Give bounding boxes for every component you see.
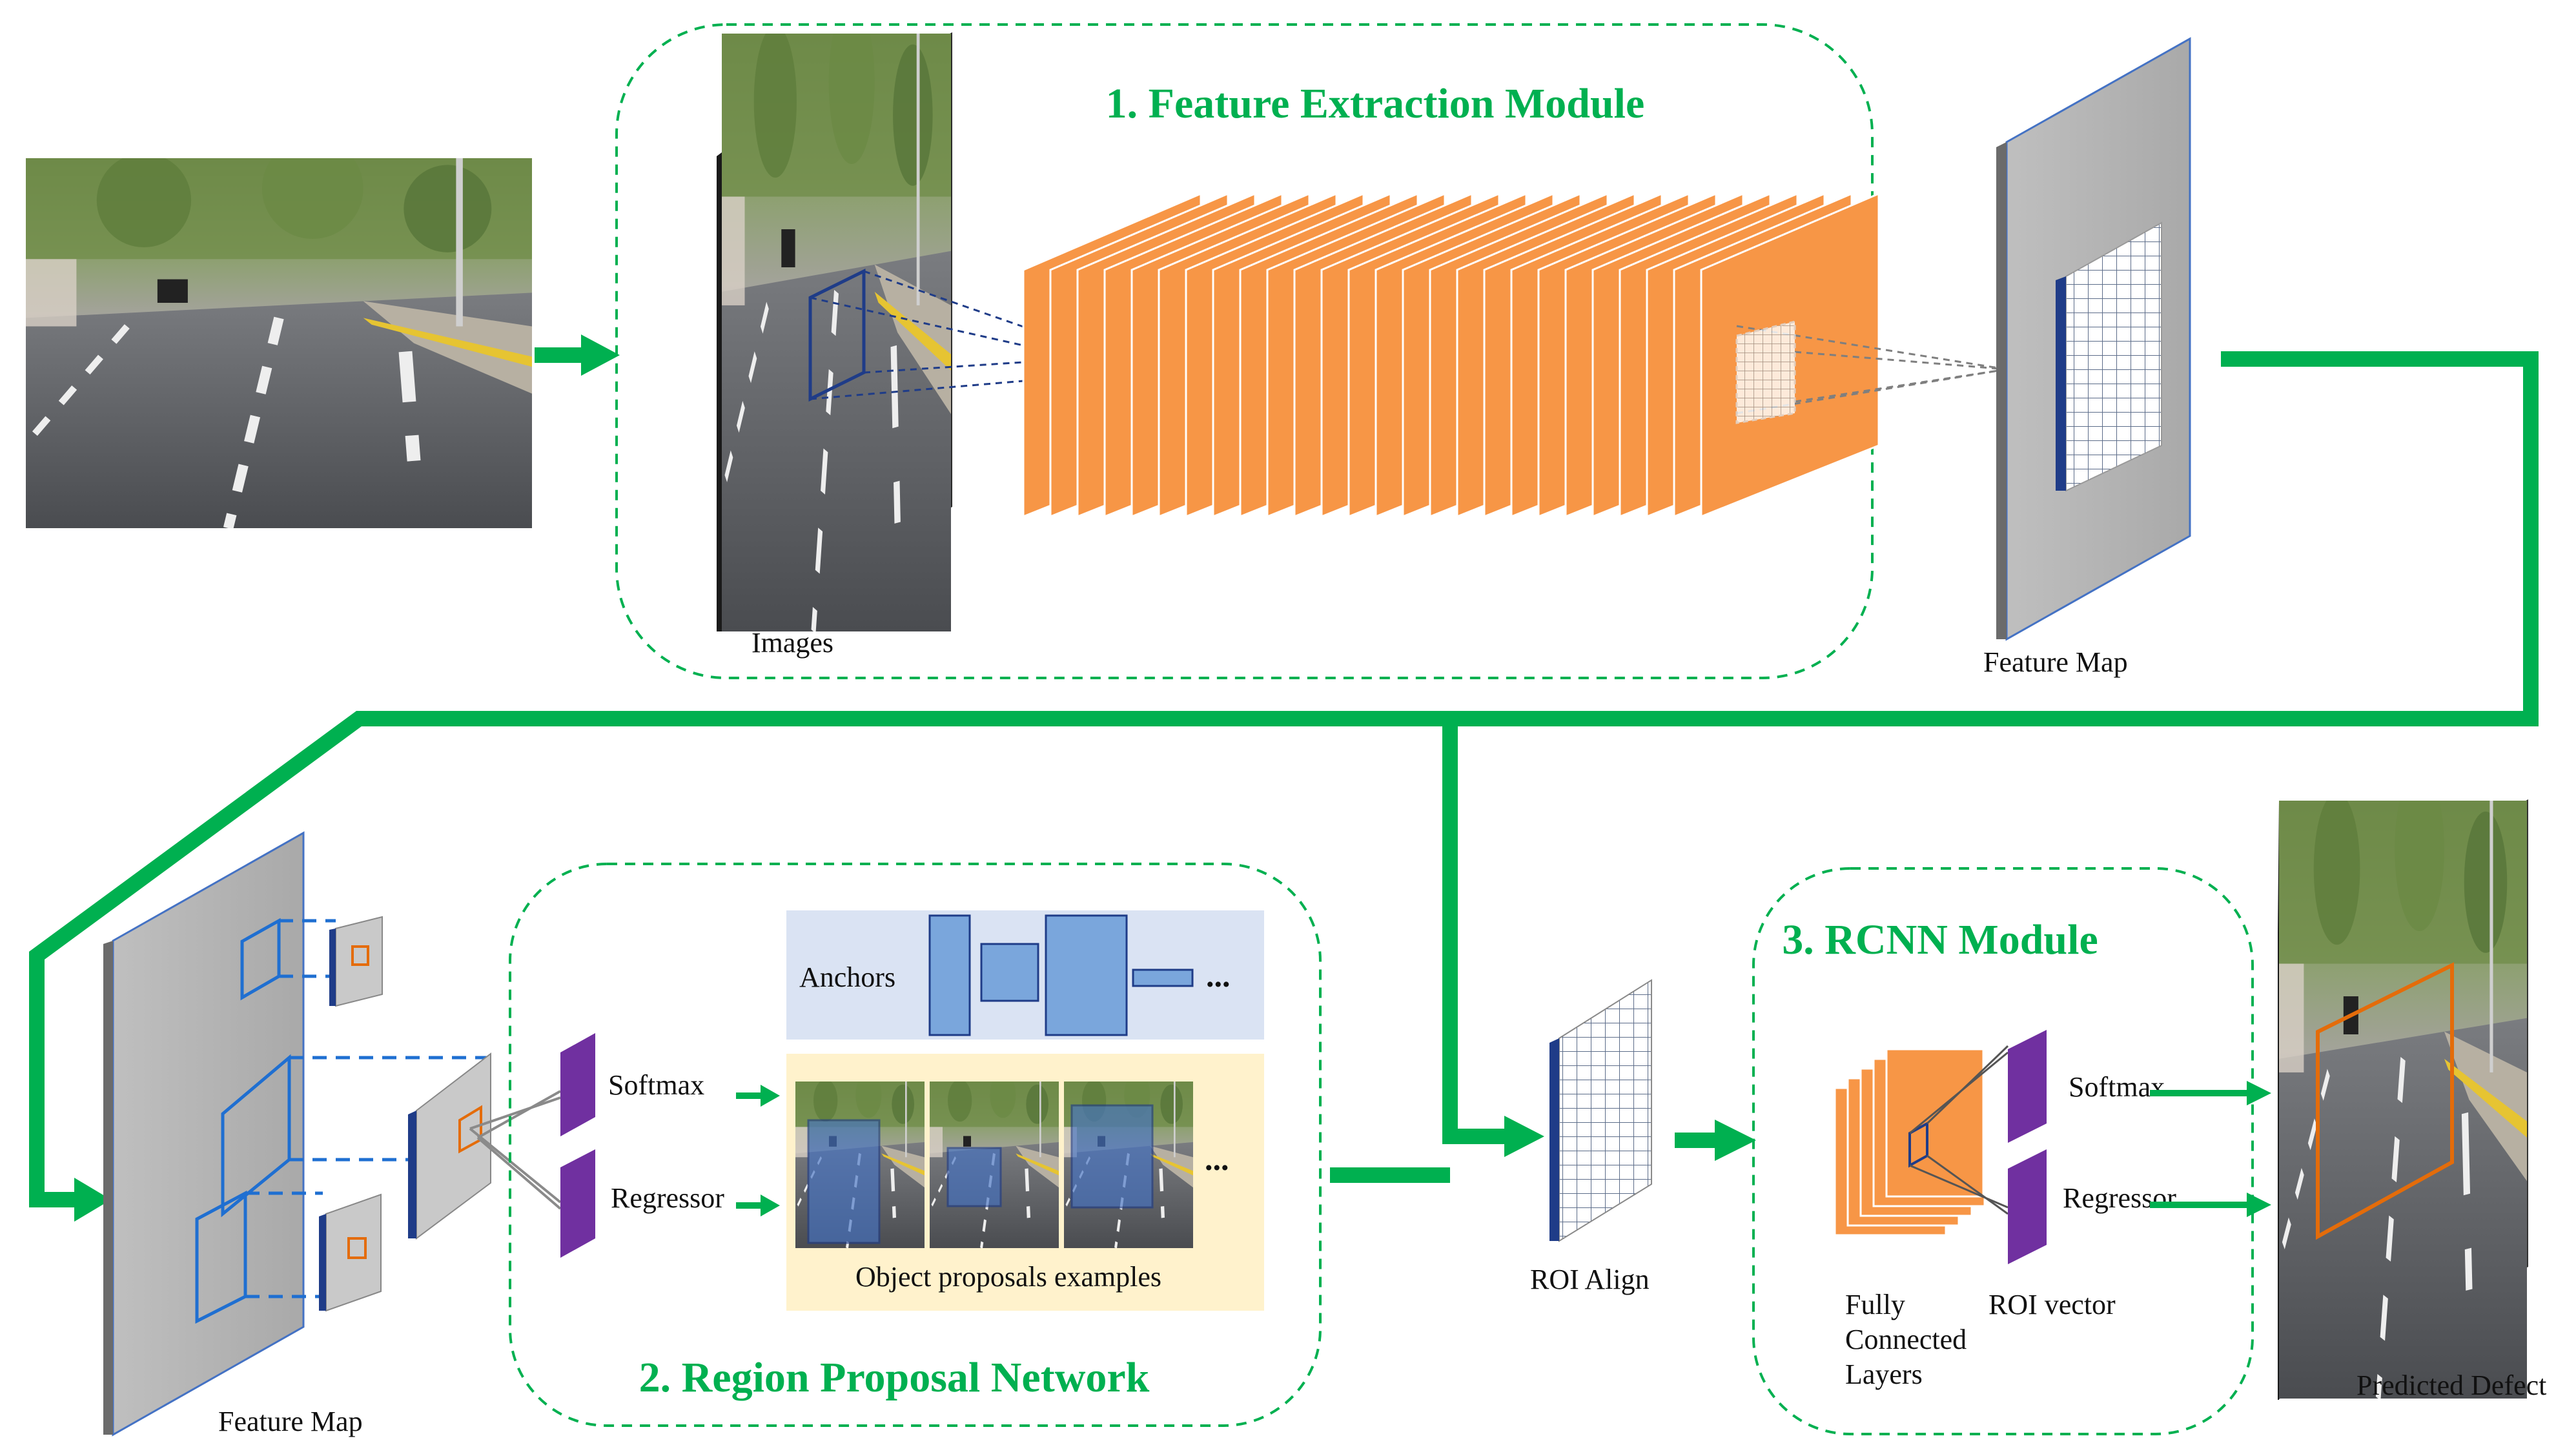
feature-map-bottom	[103, 831, 305, 1437]
fc-layer-stack	[1834, 1048, 1986, 1236]
predicted-defect-box	[2316, 962, 2454, 1240]
rcnn-softmax-vector	[2008, 1030, 2047, 1143]
fc-head-lines	[1909, 1045, 2009, 1215]
rpn-regressor-vector	[560, 1149, 595, 1258]
fc-layers-label: Fully Connected Layers	[1845, 1289, 1974, 1390]
conv-layer-stack	[1022, 192, 1880, 518]
rpn-output-arrows	[736, 1085, 780, 1216]
fc-label-line-3: Layers	[1845, 1359, 1923, 1390]
proposals-label: Object proposals examples	[855, 1261, 1161, 1293]
predicted-defect-label: Predicted Defect	[2356, 1369, 2546, 1401]
anchor-box-large	[1045, 914, 1128, 1036]
module3-container	[1752, 867, 2254, 1435]
feature-projection-lines	[1736, 325, 2007, 415]
roi-align-grid	[1549, 979, 1652, 1242]
anchors-panel: Anchors ...	[786, 910, 1264, 1040]
module1-title: 1. Feature Extraction Module	[1106, 80, 1645, 127]
rpn-softmax-label: Softmax	[608, 1069, 704, 1101]
predicted-defect-image	[2278, 799, 2528, 1400]
feature-map-top	[1996, 37, 2191, 641]
module1-container	[615, 23, 1874, 679]
roi-align-label: ROI Align	[1530, 1264, 1650, 1295]
proposal-example-3	[1064, 1072, 1193, 1248]
module2-container	[509, 863, 1322, 1427]
rpn-head-lines	[469, 1090, 562, 1210]
arrowhead-into-feature-map	[74, 1178, 111, 1222]
module3-title: 3. RCNN Module	[1782, 916, 2098, 963]
proposal-example-1	[795, 1072, 925, 1248]
rpn-softmax-vector	[560, 1033, 595, 1136]
images-label: Images	[751, 627, 833, 659]
connector-branch-to-roi	[1442, 719, 1504, 1144]
rpn-regressor-label: Regressor	[611, 1182, 724, 1214]
anchors-label: Anchors	[799, 961, 895, 993]
rcnn-softmax-label: Softmax	[2069, 1071, 2165, 1103]
input-image	[26, 138, 532, 528]
rcnn-regressor-label: Regressor	[2063, 1182, 2176, 1214]
fc-label-line-2: Connected	[1845, 1324, 1967, 1355]
feature-map-top-label: Feature Map	[1983, 646, 2128, 678]
anchor-feature-crops	[319, 916, 491, 1312]
feature-grid-overlay	[1735, 320, 1796, 424]
module2-title: 2. Region Proposal Network	[639, 1354, 1150, 1401]
receptive-field-lines	[810, 270, 1024, 400]
arrowhead-into-roi-align	[1504, 1116, 1544, 1157]
proposal-example-2	[930, 1072, 1059, 1248]
arrowhead-into-module3	[1715, 1120, 1756, 1161]
module1-image-panel	[717, 32, 952, 631]
proposals-ellipsis: ...	[1205, 1141, 1229, 1177]
connector-feature-map-to-rpn	[29, 351, 2539, 1207]
anchor-box-tall	[928, 914, 971, 1036]
anchor-projection-lines	[245, 919, 491, 1298]
flow-arrowheads	[74, 334, 1756, 1222]
rcnn-regressor-vector	[2008, 1149, 2047, 1264]
roi-vector-label: ROI vector	[1988, 1289, 2116, 1320]
flow-arrows	[29, 347, 2539, 1207]
anchors-ellipsis: ...	[1206, 958, 1231, 994]
arrowhead-into-module1	[581, 334, 620, 376]
anchor-box-wide	[1132, 969, 1194, 987]
fc-label-line-1: Fully	[1845, 1289, 1905, 1320]
feature-map-bottom-label: Feature Map	[218, 1406, 363, 1437]
proposals-panel: ... Object proposals examples	[786, 1054, 1264, 1311]
anchor-box-square	[980, 943, 1039, 1002]
rcnn-output-arrows	[2150, 1081, 2271, 1217]
